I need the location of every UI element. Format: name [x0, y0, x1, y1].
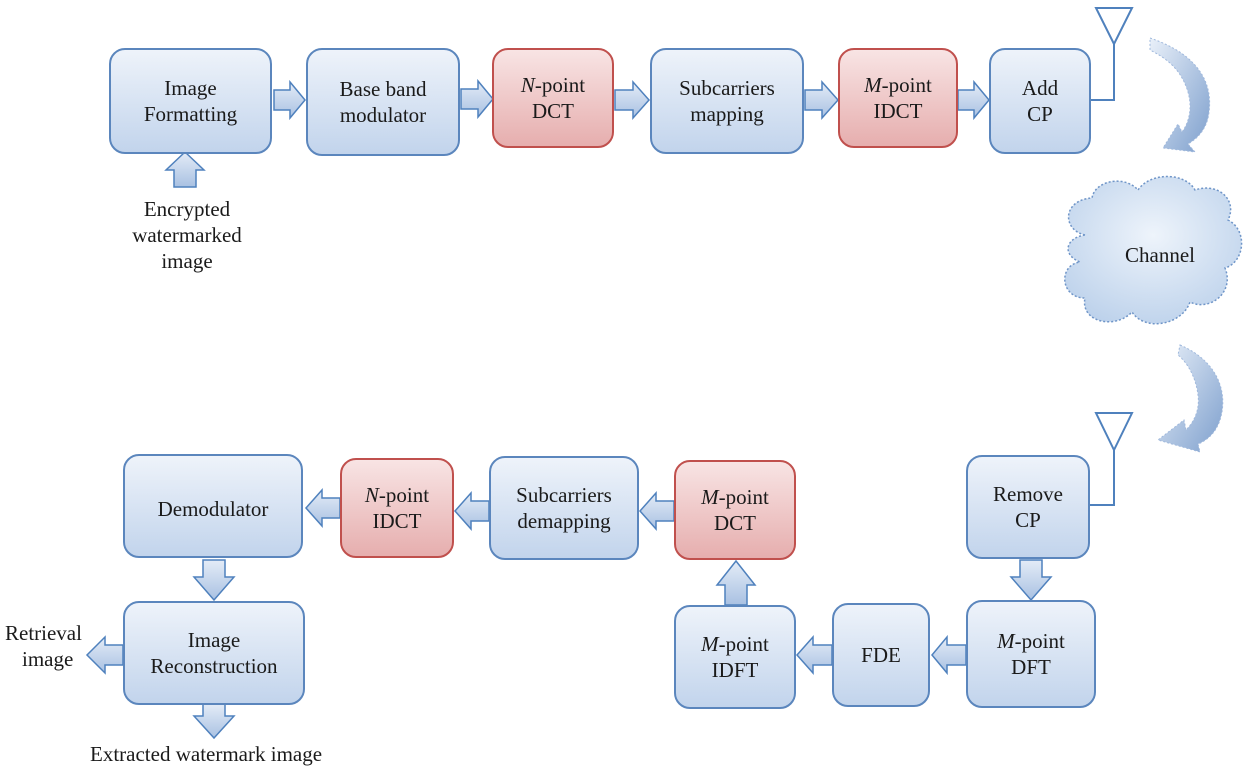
arrow-mdct-to-demapping [638, 491, 675, 531]
fde-block: FDE [832, 603, 930, 707]
m-point-idct-var: M [864, 73, 882, 97]
remove-cp-line2: CP [1015, 508, 1041, 532]
m-point-idft-line1: M-point [701, 631, 769, 657]
add-cp-line1: Add [1021, 76, 1059, 100]
m-point-dct-suffix: -point [718, 485, 769, 509]
curved-arrow-tx-to-channel [1149, 37, 1211, 153]
m-point-dft-line1: M-point [997, 628, 1065, 654]
arrow-modulator-to-ndct [460, 78, 494, 120]
arrow-input-up [164, 150, 206, 188]
arrow-demod-down [192, 559, 236, 602]
encrypted-watermarked-image-label: Encrypted watermarked image [112, 196, 262, 274]
channel-label: Channel [1125, 243, 1195, 267]
input-label-line1: Encrypted [143, 197, 231, 221]
arrow-formatting-to-modulator [273, 79, 306, 121]
n-point-idct-block: N-point IDCT [340, 458, 454, 558]
image-reconstruction-block: Image Reconstruction [123, 601, 305, 705]
baseband-modulator-block: Base band modulator [306, 48, 460, 156]
input-label-line3: image [161, 249, 213, 273]
n-point-dct-line1: N-point [521, 72, 585, 98]
arrow-mapping-to-midct [804, 80, 840, 120]
arrow-nidct-to-demod [304, 488, 341, 528]
input-label-line2: watermarked [132, 223, 242, 247]
m-point-dft-line2: DFT [1011, 655, 1051, 679]
n-point-idct-line1: N-point [365, 482, 429, 508]
image-formatting-line2: Formatting [143, 102, 238, 126]
add-cp-line2: CP [1027, 102, 1053, 126]
image-reconstruction-line2: Reconstruction [150, 654, 278, 678]
m-point-dct-var: M [701, 485, 719, 509]
retrieval-image-label: Retrieval image [5, 620, 105, 672]
subcarriers-demapping-line2: demapping [517, 509, 611, 533]
baseband-modulator-line1: Base band [339, 77, 427, 101]
arrow-demapping-to-nidct [453, 491, 490, 531]
m-point-idct-line1: M-point [864, 72, 932, 98]
curved-arrow-channel-to-rx [1156, 344, 1224, 453]
demodulator-label: Demodulator [157, 497, 269, 521]
m-point-dft-block: M-point DFT [966, 600, 1096, 708]
extracted-watermark-image-label: Extracted watermark image [90, 742, 323, 766]
n-point-dct-block: N-point DCT [492, 48, 614, 148]
retrieval-label-line2: image [22, 647, 74, 671]
image-formatting-line1: Image [164, 76, 217, 100]
arrow-reconstruction-left [85, 635, 124, 675]
demodulator-block: Demodulator [123, 454, 303, 558]
m-point-idft-block: M-point IDFT [674, 605, 796, 709]
n-point-dct-suffix: -point [534, 73, 586, 97]
n-point-dct-line2: DCT [532, 99, 574, 123]
m-point-idft-var: M [701, 632, 719, 656]
m-point-dct-block: M-point DCT [674, 460, 796, 560]
arrow-reconstruction-down [192, 703, 236, 740]
fde-label: FDE [861, 643, 901, 667]
subcarriers-mapping-line1: Subcarriers [679, 76, 775, 100]
image-reconstruction-line1: Image [187, 628, 241, 652]
image-formatting-block: Image Formatting [109, 48, 272, 154]
m-point-dft-var: M [997, 629, 1015, 653]
add-cp-block: Add CP [989, 48, 1091, 154]
m-point-idft-line2: IDFT [711, 658, 759, 682]
m-point-idct-line2: IDCT [873, 99, 923, 123]
n-point-idct-line2: IDCT [372, 509, 422, 533]
m-point-dct-line2: DCT [714, 511, 756, 535]
arrow-midct-to-addcp [957, 79, 990, 121]
arrow-removecp-down [1009, 559, 1053, 602]
m-point-dft-suffix: -point [1014, 629, 1065, 653]
arrow-ndct-to-mapping [614, 80, 651, 120]
remove-cp-line1: Remove [993, 482, 1063, 506]
arrow-idft-up [715, 559, 757, 606]
n-point-idct-var: N [364, 483, 379, 507]
retrieval-label-line1: Retrieval [5, 621, 82, 645]
arrow-dft-to-fde [931, 634, 967, 676]
rx-antenna [1088, 412, 1134, 506]
subcarriers-demapping-line1: Subcarriers [516, 483, 612, 507]
baseband-modulator-line2: modulator [339, 103, 427, 127]
m-point-idft-suffix: -point [718, 632, 769, 656]
arrow-fde-to-idft [795, 635, 833, 675]
subcarriers-mapping-line2: mapping [690, 102, 764, 126]
subcarriers-demapping-block: Subcarriers demapping [489, 456, 639, 560]
m-point-idct-block: M-point IDCT [838, 48, 958, 148]
m-point-idct-suffix: -point [881, 73, 932, 97]
n-point-idct-suffix: -point [378, 483, 430, 507]
m-point-dct-line1: M-point [701, 484, 769, 510]
channel-cloud [1064, 175, 1243, 325]
subcarriers-mapping-block: Subcarriers mapping [650, 48, 804, 154]
n-point-dct-var: N [520, 73, 535, 97]
remove-cp-block: Remove CP [966, 455, 1090, 559]
